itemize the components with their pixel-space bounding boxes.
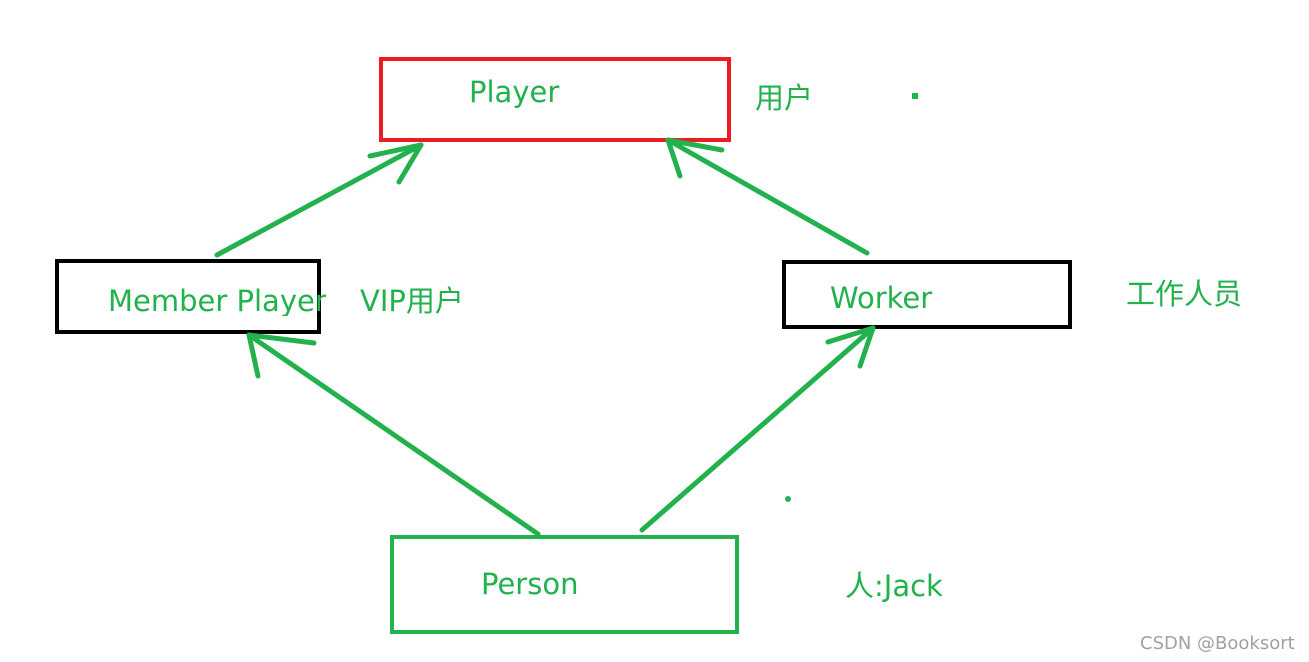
arrow-member-to-player (214, 142, 424, 258)
person-note: 人:Jack (845, 569, 943, 603)
arrow-person-to-worker (639, 325, 876, 533)
member-player-label: Member Player (108, 287, 326, 316)
arrow-worker-to-player (665, 137, 870, 256)
player-note: 用户 (755, 81, 814, 115)
person-label: Person (481, 567, 579, 601)
stray-dot (785, 496, 791, 502)
worker-box (782, 260, 1072, 329)
member-player-box (55, 259, 321, 334)
arrow-person-to-member (246, 332, 541, 537)
watermark: CSDN @Booksort (1140, 633, 1295, 654)
member-player-note: VIP用户 (360, 284, 464, 318)
player-label: Player (469, 75, 560, 109)
worker-label: Worker (830, 281, 933, 315)
player-box (379, 57, 731, 142)
worker-note: 工作人员 (1126, 277, 1243, 311)
stray-dot (912, 93, 918, 99)
person-box (390, 535, 739, 634)
